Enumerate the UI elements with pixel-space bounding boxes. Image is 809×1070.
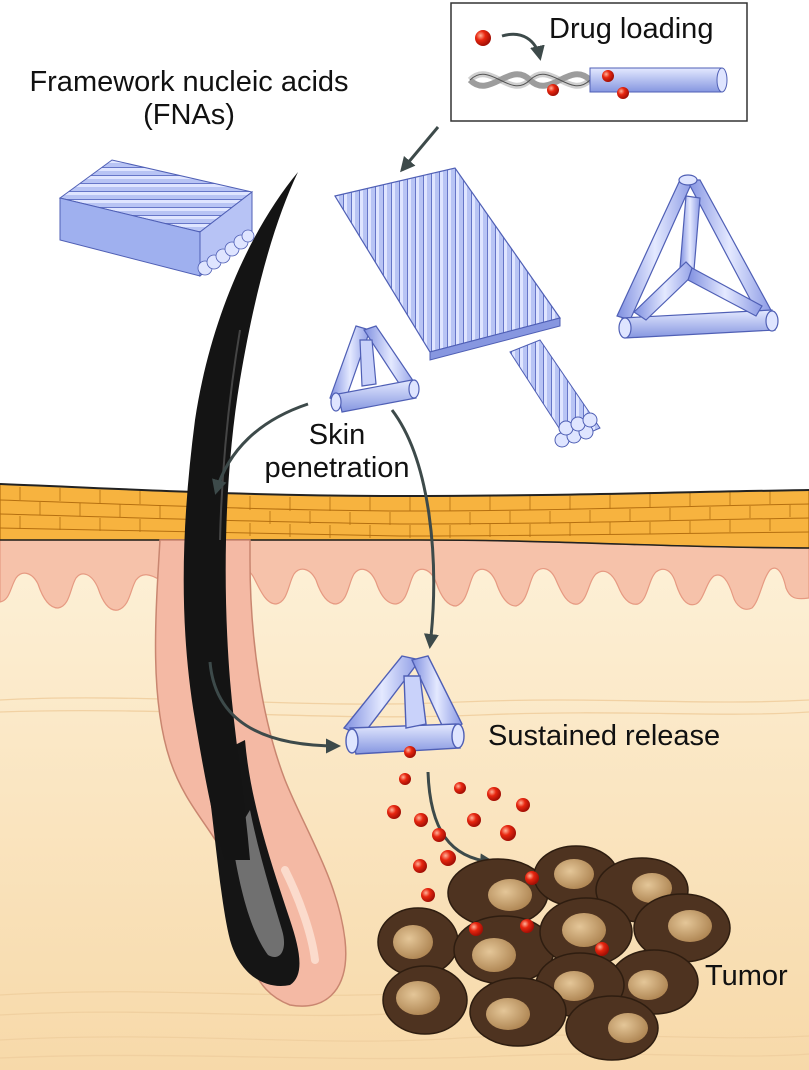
drug-molecule xyxy=(413,859,427,873)
skin-surface-line xyxy=(0,483,809,498)
tumor-label: Tumor xyxy=(705,960,788,992)
drug-molecule xyxy=(421,888,435,902)
skin-penetration-label: Skin penetration xyxy=(247,419,427,486)
fna-tetrahedron-large xyxy=(616,174,779,339)
tumor-drug-molecules xyxy=(469,871,609,956)
released-drug-molecules xyxy=(387,746,530,902)
drug-molecule xyxy=(525,871,539,885)
drug-loading-label: Drug loading xyxy=(549,13,714,45)
loading-arrow xyxy=(501,32,545,61)
tumor-cell xyxy=(609,949,699,1015)
arrow-loading-to-sheet xyxy=(400,126,440,173)
drug-molecule xyxy=(500,825,516,841)
fnas-label-line2: (FNAs) xyxy=(143,99,235,132)
drug-molecule xyxy=(602,70,614,82)
drug-molecule xyxy=(454,782,466,794)
tumor-cell xyxy=(382,965,468,1035)
arrow-follicle-to-fna xyxy=(208,661,341,754)
fnas-label-line1: Framework nucleic acids xyxy=(29,66,349,98)
drug-molecule xyxy=(414,813,428,827)
drug-molecule xyxy=(487,787,501,801)
drug-molecule xyxy=(516,798,530,812)
hair-shaft xyxy=(183,172,298,860)
tumor-cell xyxy=(447,858,549,928)
sustained-release-label: Sustained release xyxy=(488,720,721,752)
fnas-label: Framework nucleic acids (FNAs) xyxy=(8,66,370,133)
drug-molecule xyxy=(475,30,491,46)
drug-loading-panel xyxy=(450,2,748,122)
stratum-bricks xyxy=(0,487,809,538)
tumor-cell xyxy=(633,893,731,963)
drug-molecule xyxy=(469,922,483,936)
fna-sheet-left xyxy=(58,159,255,278)
tumor-cell xyxy=(469,977,567,1047)
skin-penetration-line2: penetration xyxy=(264,452,410,485)
drug-molecule xyxy=(387,805,401,819)
arrow-skin-direct xyxy=(390,409,439,649)
fna-tetrahedron-dermis xyxy=(342,655,465,755)
tumor-cells xyxy=(377,845,731,1061)
drug-molecule xyxy=(520,919,534,933)
drug-molecule xyxy=(547,84,559,96)
skin-penetration-line1: Skin xyxy=(308,419,366,451)
tumor-cell xyxy=(565,995,659,1061)
drug-molecule xyxy=(404,746,416,758)
drug-molecule xyxy=(432,828,446,842)
fna-helix-bundle xyxy=(509,339,601,448)
drug-molecule xyxy=(440,850,456,866)
arrow-skin-follicle xyxy=(212,402,309,495)
fna-origami-sheet xyxy=(334,167,561,361)
drug-molecule xyxy=(595,942,609,956)
drug-molecule xyxy=(399,773,411,785)
stratum-corneum xyxy=(0,483,809,549)
drug-molecule xyxy=(467,813,481,827)
hair-follicle xyxy=(154,172,347,1007)
fna-tetrahedron-small xyxy=(329,325,420,413)
drug-molecule xyxy=(617,87,629,99)
